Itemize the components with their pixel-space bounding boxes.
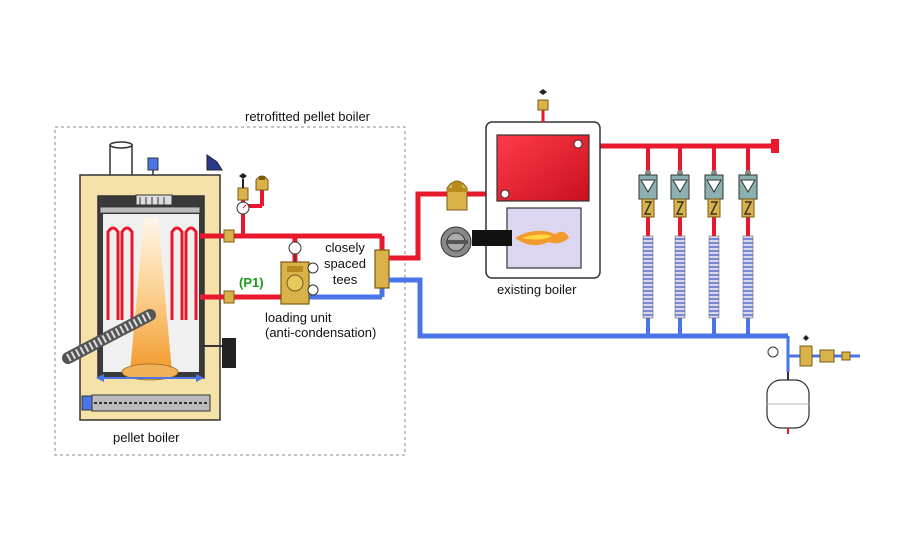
air-vent-icon: [255, 175, 269, 191]
draft-fan: [135, 194, 173, 206]
oil-burner-icon: [440, 226, 512, 258]
pellet-pile: [121, 363, 179, 381]
expansion-tank-icon: [766, 372, 810, 434]
circulator-pump-icon: [672, 179, 688, 193]
retrofit-label: retrofitted pellet boiler: [245, 109, 371, 124]
tees-label-1: closely: [325, 240, 365, 255]
heat-exchanger-right: [170, 226, 198, 320]
circulator-pump-icon: [740, 179, 756, 193]
existing-boiler-label: existing boiler: [497, 282, 577, 297]
union-return: [223, 290, 235, 304]
flame-cone: [130, 218, 172, 372]
zone-3: [704, 146, 724, 336]
existing-boiler: existing boiler: [440, 89, 601, 297]
pump-label: (P1): [239, 275, 264, 290]
loading-unit-sublabel: (anti-condensation): [265, 325, 376, 340]
tees-label-2: spaced: [324, 256, 366, 271]
loading-unit: [280, 241, 319, 305]
closely-spaced-tees: [374, 249, 390, 289]
ash-door: [222, 338, 236, 368]
heat-exchanger-left: [106, 226, 134, 320]
zone-2: [670, 146, 690, 336]
fill-valve-assembly: [767, 335, 851, 367]
hopper-lid: [206, 154, 223, 171]
zone-circuits: [638, 146, 758, 336]
tees-label-3: tees: [333, 272, 358, 287]
relief-valve-icon: [237, 173, 249, 201]
retrofit-boundary: [54, 126, 406, 456]
air-vent-icon-main: [446, 180, 468, 211]
pellet-boiler: pellet boiler: [62, 141, 236, 445]
pellet-auger: [62, 309, 156, 364]
loading-unit-label: loading unit: [265, 310, 332, 325]
union-supply: [223, 229, 235, 243]
zone-1: [638, 146, 658, 336]
pressure-gauge-icon: [236, 201, 250, 215]
pellet-boiler-label: pellet boiler: [113, 430, 180, 445]
control-unit: [147, 157, 159, 171]
boiler-water-tank: [496, 134, 590, 202]
zone-4: [738, 146, 758, 336]
circulator-pump-icon: [640, 179, 656, 193]
circulator-pump-icon: [706, 179, 722, 193]
